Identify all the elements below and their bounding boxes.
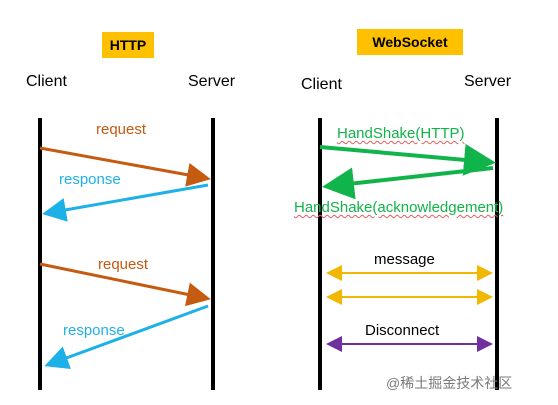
http-client-label: Client: [26, 73, 67, 90]
ws-server-label: Server: [464, 73, 512, 90]
websocket-title: WebSocket: [357, 29, 463, 55]
watermark: @稀土掘金技术社区: [386, 375, 513, 391]
http-request-1-arrow: [39, 146, 211, 187]
http-response-1-arrow: [42, 183, 209, 222]
http-response-2-label: response: [63, 322, 125, 339]
http-request-1-label: request: [96, 121, 147, 138]
ws-handshake-request-arrow: [319, 143, 496, 176]
http-request-2-label: request: [98, 256, 149, 273]
ws-client-label: Client: [301, 76, 342, 93]
http-response-2-arrow: [44, 304, 209, 370]
http-title: HTTP: [102, 32, 154, 58]
ws-disconnect-label: Disconnect: [365, 322, 440, 339]
http-response-1-label: response: [59, 171, 121, 188]
http-server-label: Server: [188, 73, 236, 90]
ws-handshake-request-label: HandShake(HTTP): [337, 125, 465, 142]
ws-message-label: message: [374, 251, 435, 268]
ws-handshake-ack-arrow: [322, 166, 494, 200]
http-request-2-arrow: [39, 262, 211, 307]
ws-handshake-ack-label: HandShake(acknowledgement): [294, 199, 504, 216]
